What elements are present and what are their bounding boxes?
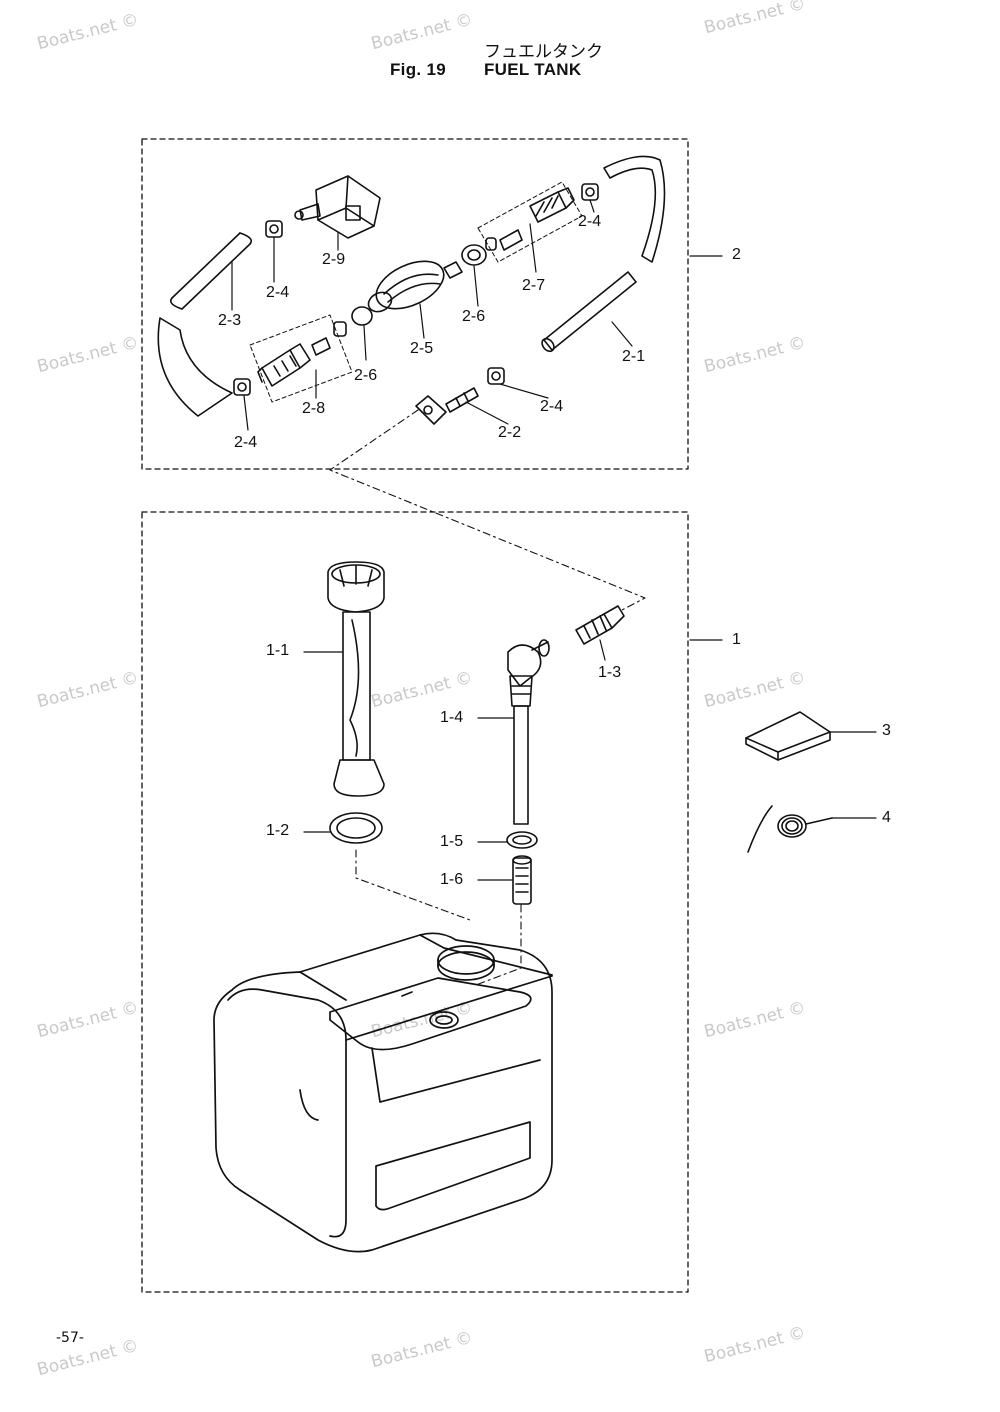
washer-1-5 [506, 831, 538, 849]
connector-line [329, 409, 646, 611]
callout-2-6: 2-6 [462, 308, 486, 325]
fitting-2-8 [249, 314, 353, 403]
callout-2-2: 2-2 [498, 424, 522, 441]
japanese-title: フュエルタンク [484, 42, 603, 62]
callout-2-9: 2-9 [322, 251, 346, 268]
fuel-tank-group-box [141, 511, 689, 1293]
fuel-tank-body [213, 932, 553, 1253]
callout-1-4: 1-4 [440, 709, 464, 726]
fuel-gauge-1-1 [327, 561, 385, 797]
callout-3: 3 [882, 722, 891, 739]
filter-1-6 [512, 855, 532, 905]
clamp-ring [487, 367, 505, 385]
callout-2-3: 2-3 [218, 312, 242, 329]
spring-4 [747, 805, 833, 853]
callout-2-1: 2-1 [622, 348, 646, 365]
callout-2: 2 [732, 246, 741, 263]
callout-1-1: 1-1 [266, 642, 290, 659]
pickup-tube-1-4 [507, 639, 550, 825]
clamp-ring [233, 378, 251, 396]
primer-connector-2-9 [294, 175, 381, 239]
callout-1-6: 1-6 [440, 871, 464, 888]
page-number: -57- [56, 1330, 84, 1346]
figure-title: FUEL TANK [484, 60, 582, 79]
figure-number: Fig. 19 [390, 60, 446, 79]
callout-2-8: 2-8 [302, 400, 326, 417]
clamp-ring [581, 183, 599, 201]
fitting-1-3 [575, 605, 625, 645]
connector-line [355, 849, 471, 921]
callout-1: 1 [732, 631, 741, 648]
callout-2-4: 2-4 [234, 434, 258, 451]
fitting-ring-2-6 [351, 244, 487, 326]
fitting-2-7 [477, 181, 583, 263]
callout-2-5: 2-5 [410, 340, 434, 357]
clamp-ring [265, 220, 283, 238]
hose-2-3 [157, 232, 253, 417]
callout-1-5: 1-5 [440, 833, 464, 850]
callout-2-7: 2-7 [522, 277, 546, 294]
callout-1-3: 1-3 [598, 664, 622, 681]
mount-plate-3 [745, 711, 831, 761]
callout-2-4: 2-4 [540, 398, 564, 415]
primer-bulb-2-5 [367, 260, 463, 313]
hose-2-1 [541, 155, 666, 353]
fuel-line-group-box [141, 138, 689, 470]
callout-4: 4 [882, 809, 891, 826]
o-ring-1-2 [329, 812, 383, 844]
callout-1-2: 1-2 [266, 822, 290, 839]
callout-2-4: 2-4 [578, 213, 602, 230]
leader-lines [231, 199, 877, 881]
fitting-2-2 [415, 387, 479, 425]
callout-2-4: 2-4 [266, 284, 290, 301]
callout-2-6: 2-6 [354, 367, 378, 384]
